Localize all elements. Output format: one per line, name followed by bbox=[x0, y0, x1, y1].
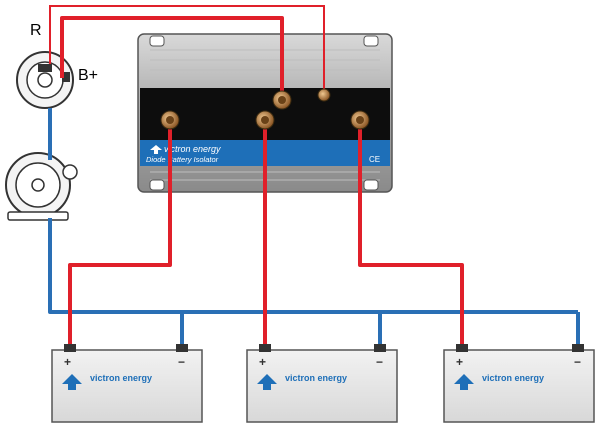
positive-wire-out-3 bbox=[358, 120, 464, 345]
battery-2-positive: + bbox=[259, 355, 266, 369]
battery-1-positive: + bbox=[64, 355, 71, 369]
victron-logo-icon bbox=[150, 145, 162, 154]
negative-wires bbox=[48, 108, 580, 345]
starter-motor bbox=[5, 152, 78, 221]
battery-1: + − victron energy bbox=[51, 344, 203, 423]
isolator-product-label: Diode Battery Isolator bbox=[146, 155, 219, 164]
battery-1-brand: victron energy bbox=[90, 373, 152, 383]
alternator: R B+ bbox=[16, 22, 98, 109]
battery-2-negative: − bbox=[376, 355, 383, 369]
negative-bus bbox=[48, 218, 578, 314]
battery-2-brand: victron energy bbox=[285, 373, 347, 383]
battery-3-brand: victron energy bbox=[482, 373, 544, 383]
isolator-ce-mark: CE bbox=[369, 155, 380, 164]
isolator-brand-label: victron energy bbox=[164, 144, 221, 154]
terminal-r-label: R bbox=[30, 22, 42, 39]
mount-hole-tr bbox=[363, 35, 379, 47]
mount-hole-tl bbox=[149, 35, 165, 47]
battery-3: + − victron energy bbox=[443, 344, 595, 423]
positive-wires bbox=[60, 16, 464, 345]
victron-logo-icon bbox=[454, 374, 474, 390]
isolator-terminals bbox=[160, 88, 370, 130]
positive-wire-out-1 bbox=[68, 118, 172, 345]
positive-wire-b-plus bbox=[60, 16, 284, 100]
terminal-b-plus-label: B+ bbox=[78, 67, 98, 84]
terminal-exciter bbox=[317, 88, 331, 102]
battery-3-negative: − bbox=[574, 355, 581, 369]
battery-3-positive: + bbox=[456, 355, 463, 369]
battery-2: + − victron energy bbox=[246, 344, 398, 423]
victron-logo-icon bbox=[257, 374, 277, 390]
battery-1-negative: − bbox=[178, 355, 185, 369]
mount-hole-bl bbox=[149, 179, 165, 191]
mount-hole-br bbox=[363, 179, 379, 191]
victron-logo-icon bbox=[62, 374, 82, 390]
exciter-wire-r bbox=[49, 5, 325, 92]
